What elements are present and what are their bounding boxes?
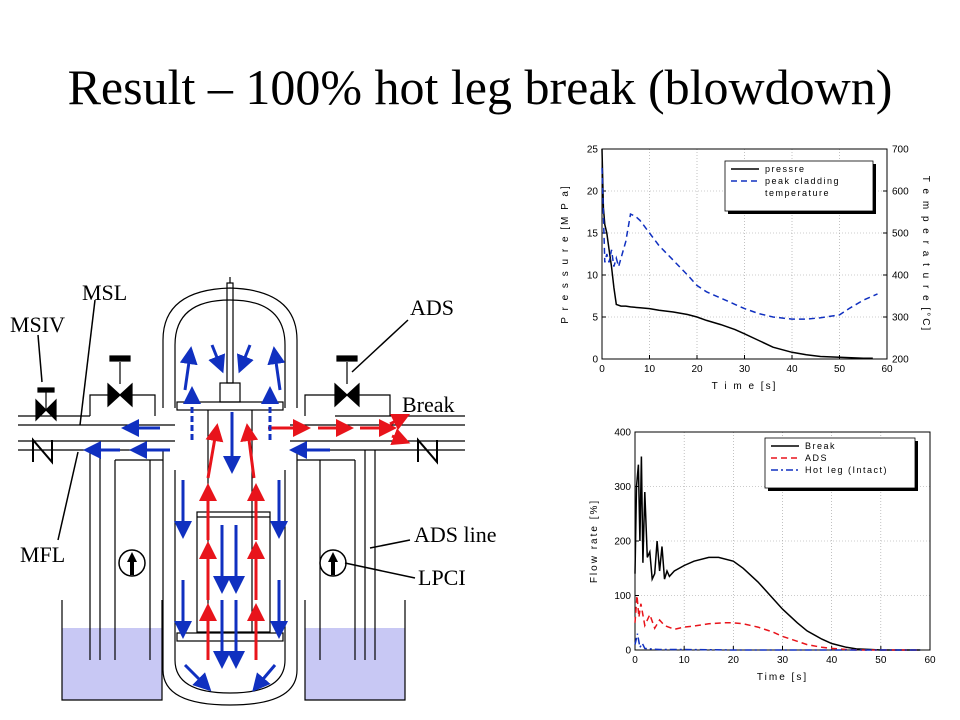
label-ads: ADS [410,295,454,320]
slide-title: Result – 100% hot leg break (blowdown) [67,59,893,115]
x-tick-label: 30 [777,655,789,666]
y-tick-label: 15 [587,229,599,240]
x-tick-label: 0 [632,655,638,666]
x-tick-label: 50 [875,655,887,666]
series-line-peak-cladding-temperature [601,167,878,320]
label-break: Break [402,392,455,417]
x-tick-label: 60 [924,655,936,666]
x-tick-label: 20 [728,655,740,666]
y-tick-label: 5 [592,313,598,324]
x-tick-label: 40 [826,655,838,666]
y2-tick-label: 200 [892,355,909,366]
x-tick-label: 10 [679,655,691,666]
legend: pressre peak cladding temperature [724,160,876,214]
legend-label: Hot leg (Intact) [805,465,888,475]
y2-axis-label: T e m p e r a t u r e [°C] [920,176,931,332]
y-tick-label: 200 [614,537,631,548]
x-tick-label: 40 [786,364,798,375]
x-tick-label: 60 [881,364,893,375]
series-line-hot-leg-intact- [634,633,921,651]
steam-lines [18,394,465,660]
y2-tick-label: 300 [892,313,909,324]
ads-valve-left [107,355,133,408]
y-tick-label: 0 [592,355,598,366]
legend-label: temperature [765,188,830,198]
legend-label: peak cladding [765,176,840,186]
x-axis-label: Time [s] [757,672,808,683]
label-ads-line: ADS line [414,522,497,547]
left-pool [61,600,163,701]
msiv-valve [35,387,57,422]
x-tick-label: 0 [599,364,605,375]
cold-flow-arrows [83,344,330,692]
check-valve-left [32,437,53,465]
y2-tick-label: 700 [892,145,909,156]
lpci-pump-right [319,549,347,577]
y-tick-label: 300 [614,482,631,493]
x-tick-label: 50 [834,364,846,375]
y2-tick-label: 500 [892,229,909,240]
check-valve-right [417,437,438,465]
series-line-break [634,456,921,651]
reactor-diagram: MSL MSIV MFL ADS Break ADS line LPCI [10,277,497,706]
x-axis-label: T i m e [s] [712,381,778,392]
y-tick-label: 0 [625,646,631,657]
legend-label: pressre [765,164,806,174]
legend-label: Break [805,441,836,451]
y-tick-label: 20 [587,187,599,198]
y2-tick-label: 400 [892,271,909,282]
series-line-ads [634,595,921,651]
y-tick-label: 400 [614,428,631,439]
leader-lines [37,299,416,579]
label-lpci: LPCI [418,565,466,590]
y-tick-label: 10 [587,271,599,282]
y2-tick-label: 600 [892,187,909,198]
x-tick-label: 10 [644,364,656,375]
y-axis-label: Flow rate [%] [589,499,600,583]
ads-valve-right [334,355,360,408]
lpci-pump-left [118,549,146,577]
y-tick-label: 25 [587,145,599,156]
hot-flow-arrows [199,413,411,660]
label-msl: MSL [82,280,127,305]
label-msiv: MSIV [10,312,65,337]
legend-label: ADS [805,453,828,463]
x-tick-label: 20 [691,364,703,375]
label-mfl: MFL [20,542,65,567]
x-tick-label: 30 [739,364,751,375]
y-axis-label: P r e s s u r e [M P a] [560,184,571,324]
series-line-pressre [601,148,873,359]
y-tick-label: 100 [614,591,631,602]
